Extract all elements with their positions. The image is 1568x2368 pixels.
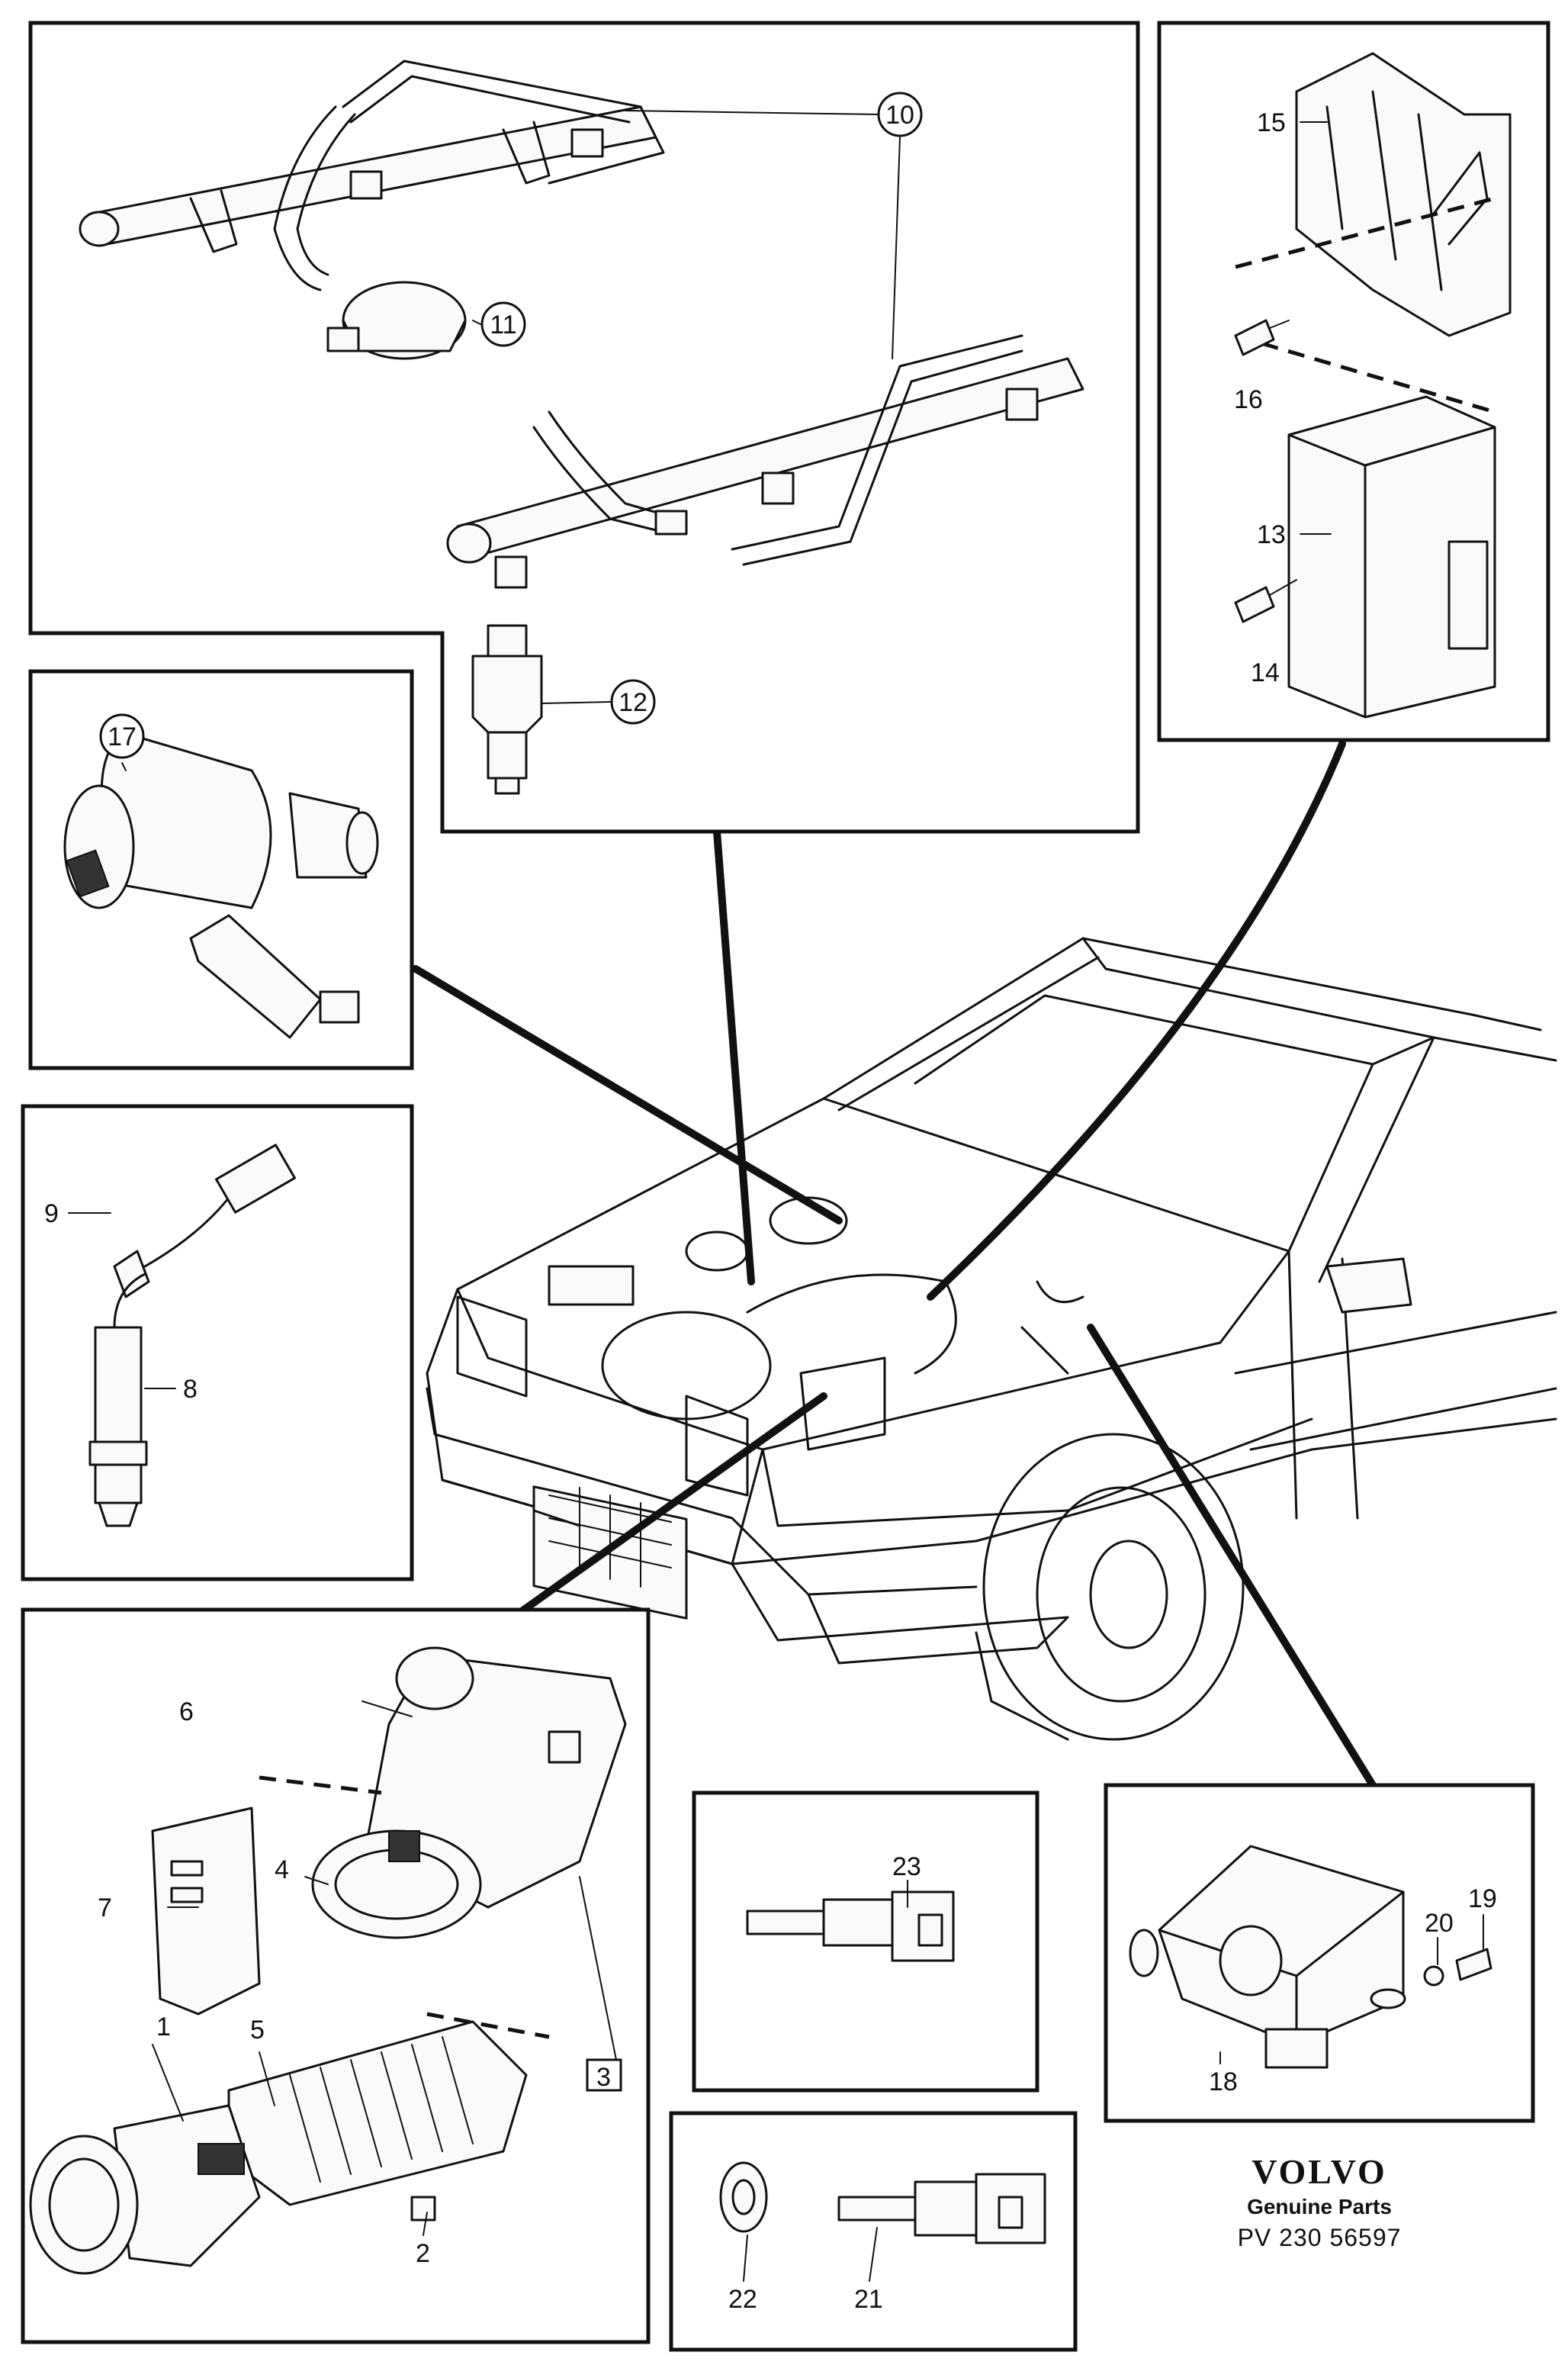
callout-19: 19 — [1468, 1884, 1497, 1913]
panel-air-intake — [21, 1607, 651, 2344]
callout-20: 20 — [1425, 1909, 1454, 1938]
callout-18: 18 — [1209, 2067, 1238, 2096]
callout-10: 10 — [885, 101, 914, 130]
brand-tagline: Genuine Parts — [1247, 2195, 1392, 2218]
callout-3: 3 — [596, 2063, 611, 2092]
callout-11: 11 — [490, 310, 516, 339]
brand-logo: VOLVO — [1252, 2152, 1387, 2191]
callout-16: 16 — [1234, 385, 1263, 414]
panel-throttle-switch — [1104, 1783, 1535, 2123]
callout-circle-11 — [480, 301, 526, 347]
panel-control-unit — [1157, 21, 1550, 742]
callout-circle-10 — [877, 92, 923, 137]
leader-lines — [412, 740, 1377, 1789]
callout-circle-12 — [610, 679, 656, 725]
callout-21: 21 — [854, 2285, 883, 2314]
callout-2: 2 — [416, 2239, 430, 2268]
panel-oxygen-sensor — [21, 1104, 414, 1581]
panel-temp-sensor-21 — [669, 2111, 1078, 2352]
panel-idle-valve — [28, 669, 414, 1070]
callout-15: 15 — [1257, 108, 1286, 137]
callout-1: 1 — [156, 2012, 171, 2041]
callout-8: 8 — [183, 1375, 198, 1404]
panel-temp-sensor-23 — [692, 1790, 1039, 2093]
callout-labels: 10 11 12 17 15 16 13 14 9 8 6 7 4 3 5 1 … — [44, 92, 1497, 2314]
reference-number: PV 230 56597 — [1237, 2224, 1402, 2251]
callout-12: 12 — [619, 688, 647, 717]
callout-23: 23 — [892, 1852, 921, 1881]
panel-fuel-rail — [28, 21, 1140, 834]
callout-circle-17 — [99, 713, 145, 759]
callout-4: 4 — [275, 1855, 289, 1884]
callout-14: 14 — [1251, 658, 1280, 687]
callout-7: 7 — [98, 1893, 112, 1922]
callout-5: 5 — [250, 2016, 265, 2045]
callout-13: 13 — [1257, 520, 1286, 549]
brand-block: VOLVO Genuine Parts PV 230 56597 — [1220, 2151, 1419, 2252]
callout-9: 9 — [44, 1199, 59, 1228]
callout-22: 22 — [728, 2285, 757, 2314]
callout-17: 17 — [108, 722, 137, 751]
callout-6: 6 — [179, 1697, 194, 1726]
